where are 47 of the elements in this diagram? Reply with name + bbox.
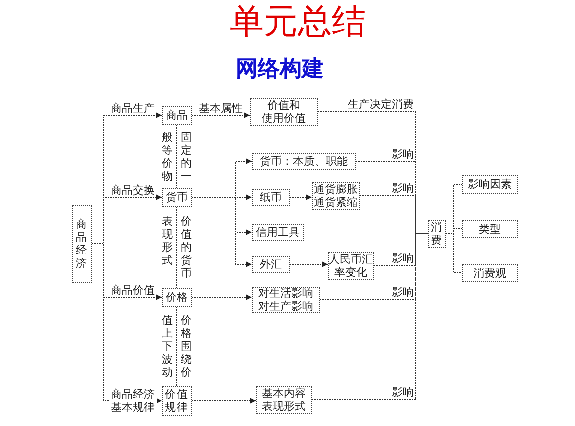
arrow — [192, 294, 252, 300]
concept-box: 通货膨胀 通货紧缩 — [312, 182, 360, 210]
edge-label: 商品生产 — [111, 102, 155, 114]
edge-label: 影响 — [392, 286, 414, 299]
concept-box: 价值规律 — [162, 386, 192, 416]
arrow — [290, 194, 312, 200]
concept-box: 商品 — [162, 106, 192, 125]
edge-label: 生产决定消费 — [348, 98, 414, 111]
edge-label: 固定的一般等价物 — [162, 130, 192, 182]
edge-label: 基本属性 — [199, 102, 243, 114]
edge-label: 价值的货币表现形式 — [162, 215, 192, 280]
connector-line — [312, 234, 428, 400]
arrow — [192, 197, 252, 268]
arrow — [192, 398, 256, 404]
concept-box: 货币 — [162, 188, 192, 207]
concept-box: 影响因素 — [462, 175, 518, 194]
concept-box: 消费 — [428, 220, 446, 248]
concept-box: 外汇 — [252, 256, 290, 273]
edge-label: 商品交换 — [111, 184, 155, 196]
connector-line — [176, 124, 178, 188]
concept-box: 信用工具 — [252, 224, 304, 241]
edge-label: 商品经济基本规律 — [109, 388, 157, 414]
edge-label: 影响 — [392, 182, 414, 195]
connector-line — [374, 234, 428, 266]
concept-box: 价值和 使用价值 — [250, 98, 318, 126]
concept-box: 对生活影响 对生产影响 — [252, 287, 320, 313]
arrow — [192, 112, 250, 118]
section-heading: 网络构建 — [236, 55, 324, 83]
concept-box: 价格 — [162, 288, 192, 307]
connector-line — [176, 306, 178, 386]
arrow — [290, 262, 328, 268]
connector-line — [176, 206, 178, 288]
concept-box: 基本内容 表现形式 — [256, 386, 312, 414]
slide-title: 单元总结 — [230, 2, 366, 42]
edge-label: 影响 — [392, 148, 414, 160]
edge-label: 影响 — [392, 386, 414, 399]
connector-line — [320, 234, 428, 300]
concept-box: 商品经济 — [72, 205, 92, 283]
concept-box: 人民币汇率变化 — [328, 252, 374, 280]
edge-label: 商品价值 — [111, 284, 155, 296]
concept-box: 类型 — [462, 220, 518, 238]
connector-line — [446, 234, 462, 274]
concept-box: 纸币 — [252, 189, 290, 206]
edge-label: 影响 — [392, 252, 414, 265]
concept-box: 消费观 — [462, 264, 518, 282]
edge-label: 价格围绕价值上下波动 — [162, 314, 192, 379]
concept-box: 货币：本质、职能 — [252, 153, 356, 170]
